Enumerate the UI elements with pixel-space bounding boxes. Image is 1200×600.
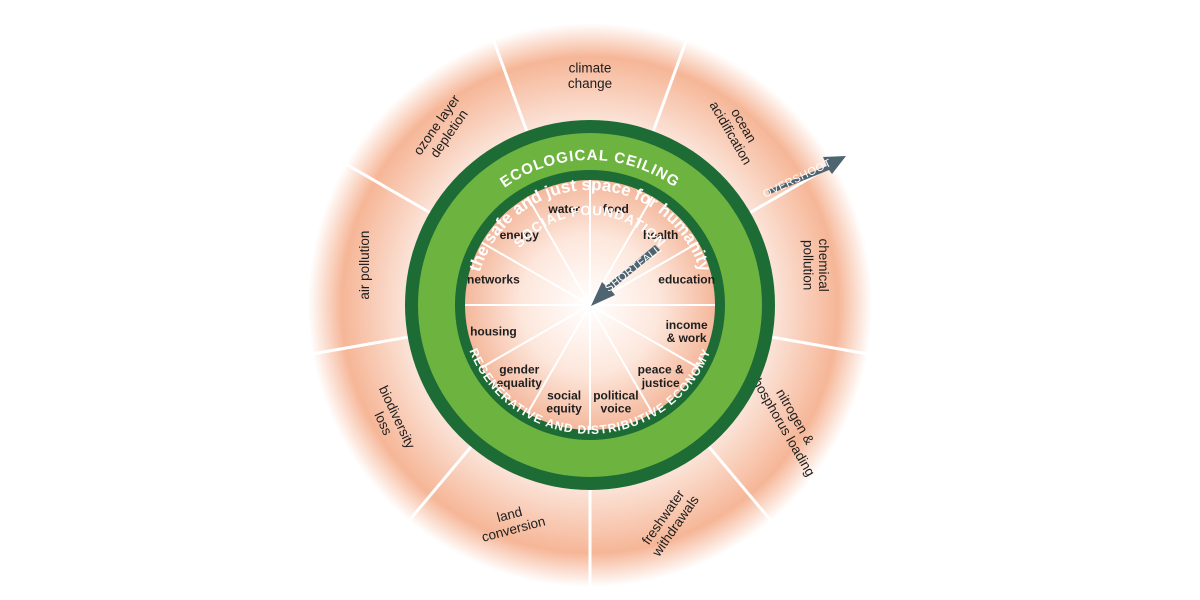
education-label: education — [658, 273, 715, 287]
ecological-divider — [651, 36, 689, 132]
networks-label: networks — [467, 273, 520, 287]
social-divider — [526, 196, 589, 303]
ecological-divider — [491, 36, 529, 132]
social-divider — [592, 306, 699, 369]
doughnut-rings — [405, 120, 775, 490]
social-divider — [526, 307, 589, 414]
ecological-divider — [405, 445, 473, 525]
ecological-divider — [707, 445, 775, 525]
chemical-pollution-label: chemicalpollution — [801, 238, 831, 291]
energy-label: energy — [500, 228, 540, 242]
peace-justice-label: peace &justice — [638, 363, 684, 390]
social-foundation-labels: water food health education income& work peac… — [467, 202, 715, 416]
income-work-label: income& work — [666, 318, 708, 345]
health-label: health — [643, 228, 678, 242]
air-pollution-label: air pollution — [357, 231, 372, 300]
water-label: water — [547, 202, 580, 216]
ecological-divider — [342, 161, 431, 214]
food-label: food — [603, 202, 629, 216]
social-divider — [591, 307, 654, 414]
ecological-divider — [309, 335, 409, 356]
housing-label: housing — [470, 324, 517, 338]
ecological-divider — [771, 335, 871, 356]
social-divider — [481, 306, 588, 369]
social-divider — [481, 241, 588, 304]
inner-shortfall-zone — [465, 180, 715, 430]
